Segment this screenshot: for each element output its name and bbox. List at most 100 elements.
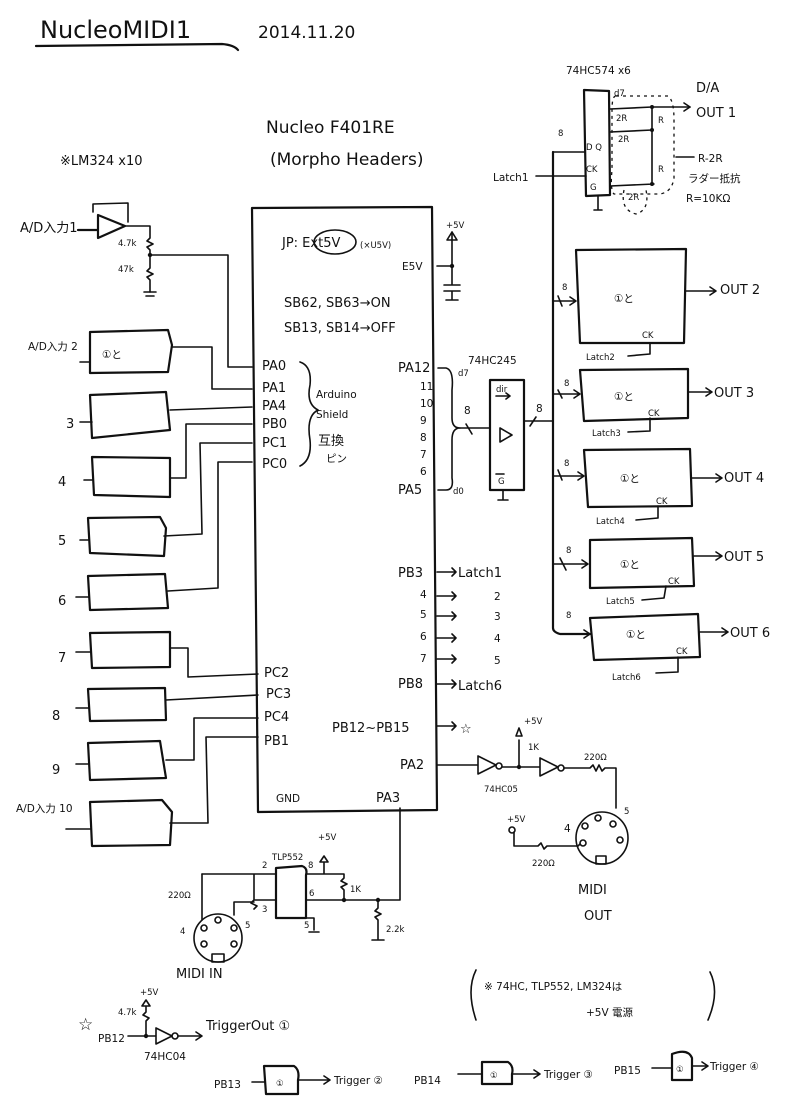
trigger-1-out: TriggerOut ① bbox=[205, 1019, 290, 1034]
ladder-note-1: R-2R bbox=[698, 153, 723, 165]
dac-6-latch: Latch6 bbox=[612, 673, 641, 683]
e5v-label: E5V bbox=[402, 261, 423, 273]
ad-input-7-label: 7 bbox=[58, 651, 66, 666]
buffer-triangle-icon bbox=[499, 427, 513, 443]
ladder-2r-1: 2R bbox=[616, 114, 627, 124]
dac-2-input bbox=[552, 295, 577, 307]
pin-pa3: PA3 bbox=[376, 791, 400, 806]
wire-pc2 bbox=[75, 647, 259, 678]
midi-out-r2-label: 220Ω bbox=[532, 859, 555, 869]
out1-label: OUT 1 bbox=[696, 106, 736, 121]
trigger-2-pin: PB13 bbox=[214, 1079, 241, 1091]
e5v-capacitor bbox=[436, 231, 461, 301]
ad-input-6-label: 6 bbox=[58, 594, 66, 609]
opto-label: TLP552 bbox=[271, 853, 303, 863]
latch6-arrow bbox=[436, 679, 457, 689]
ground-icon bbox=[497, 489, 509, 501]
dac-out3: 8 ①と CK Latch3 OUT 3 bbox=[552, 367, 754, 439]
dir-arrow-icon bbox=[495, 392, 511, 400]
arduino-bracket bbox=[299, 361, 319, 467]
dac-out1: 74HC574 x6 D Q CK G 8 Latch1 2R 2R 2R R … bbox=[493, 65, 741, 215]
midi-in-r-label: 220Ω bbox=[168, 891, 191, 901]
pin-pa0: PA0 bbox=[262, 359, 286, 374]
pin-9: 9 bbox=[420, 415, 427, 427]
ladder-2r-3: 2R bbox=[628, 193, 639, 203]
pin-11: 11 bbox=[420, 381, 433, 393]
opto-pin-8: 8 bbox=[308, 861, 313, 871]
pin-pb0: PB0 bbox=[262, 417, 287, 432]
sheet-date: 2014.11.20 bbox=[258, 23, 355, 43]
midi-out-circuit: +5V 1K 74HC05 220Ω +5V 220Ω 4 5 MIDI OUT bbox=[436, 717, 629, 924]
vcc-arrow-icon bbox=[446, 231, 458, 241]
midi-out-label-2: OUT bbox=[584, 909, 612, 924]
nucleo-board: JP: Ext5V (×U5V) E5V SB62, SB63→ON SB13,… bbox=[250, 205, 439, 814]
dac-3-out-wire bbox=[687, 387, 713, 397]
pin-pb12-pb15: PB12~PB15 bbox=[332, 721, 410, 736]
data-brace bbox=[437, 367, 461, 491]
jumper-circle bbox=[313, 229, 357, 255]
latch-target-6: Latch6 bbox=[458, 679, 502, 694]
opamp-symbol bbox=[76, 213, 127, 240]
dac-5-out-wire bbox=[693, 551, 723, 561]
pin-pc3: PC3 bbox=[266, 687, 291, 702]
trigger-4-note: ① bbox=[676, 1065, 684, 1075]
pin-pc2: PC2 bbox=[264, 666, 289, 681]
dac-out5: 8 ①と CK Latch5 OUT 5 bbox=[552, 536, 764, 607]
buffer-chip bbox=[488, 378, 526, 492]
pin-pc1: PC1 bbox=[262, 436, 287, 451]
pin-pb1: PB1 bbox=[264, 734, 289, 749]
midi-out-r1-label: 220Ω bbox=[584, 753, 607, 763]
trigger-supply-label: +5V bbox=[140, 988, 159, 998]
trigger-1-pin: PB12 bbox=[98, 1033, 125, 1045]
inverter-1-icon bbox=[436, 755, 497, 775]
dac-4-ck-wire bbox=[635, 505, 659, 521]
midi-out-supply-2: +5V bbox=[507, 815, 526, 825]
dac-latch-label: Latch1 bbox=[493, 172, 529, 184]
trigger-3-note: ① bbox=[490, 1071, 498, 1081]
trigger-arrow bbox=[436, 721, 457, 731]
pin-pc0: PC0 bbox=[262, 457, 287, 472]
ad-input-2-label: A/D入力 2 bbox=[28, 340, 78, 353]
dac-2-ck-wire bbox=[627, 342, 651, 357]
ladder-d7: d7 bbox=[614, 89, 625, 99]
ladder-2r-2: 2R bbox=[618, 135, 629, 145]
latch-target-2: 2 bbox=[494, 591, 501, 603]
trigger-section: ☆ 4.7k +5V PB12 TriggerOut ① 74HC04 PB13… bbox=[78, 988, 759, 1096]
trigger-gate-label: 74HC04 bbox=[144, 1051, 186, 1063]
midi-in-input-wires bbox=[201, 873, 277, 916]
bus-d7: d7 bbox=[458, 369, 469, 379]
dac-chip-label: 74HC574 x6 bbox=[566, 65, 631, 77]
bus-d0: d0 bbox=[453, 487, 464, 497]
ladder-bottom-outline bbox=[622, 189, 648, 215]
buffer-block-5 bbox=[86, 515, 168, 558]
trigger-pullup bbox=[141, 999, 151, 1037]
latch2-arrow bbox=[436, 591, 457, 601]
buffer-block-4 bbox=[90, 455, 172, 499]
trigger-4-out: Trigger ④ bbox=[709, 1061, 759, 1073]
trigger-3-out: Trigger ③ bbox=[543, 1069, 593, 1081]
ad-input-9-label: 9 bbox=[52, 763, 60, 778]
dac-block-2 bbox=[574, 247, 688, 345]
dac-bus-width: 8 bbox=[558, 129, 563, 139]
ladder-note-3: R=10KΩ bbox=[686, 193, 730, 205]
midi-out-label-1: MIDI bbox=[578, 883, 607, 898]
ad-input-5-label: 5 bbox=[58, 534, 66, 549]
dac-out4: 8 ①と CK Latch4 OUT 4 bbox=[552, 447, 764, 527]
opto-pin-6: 6 bbox=[309, 889, 314, 899]
pin-pb3: PB3 bbox=[398, 566, 423, 581]
out3-label: OUT 3 bbox=[714, 386, 754, 401]
latch3-arrow bbox=[436, 611, 457, 621]
ground-icon bbox=[143, 291, 157, 297]
latch5-arrow bbox=[436, 654, 457, 664]
midi-out-pullup: 1K bbox=[528, 743, 539, 753]
dac-ck-label: CK bbox=[586, 165, 598, 175]
trigger-2-wires bbox=[251, 1075, 331, 1085]
dac-latch-chip bbox=[582, 88, 612, 198]
trigger-4-pin: PB15 bbox=[614, 1065, 641, 1077]
ad-input-1-label: A/D入力1 bbox=[20, 221, 78, 236]
opamp-note: ※LM324 x10 bbox=[60, 154, 143, 169]
dac-2-latch: Latch2 bbox=[586, 353, 615, 363]
bus-wire-out bbox=[523, 416, 554, 427]
wire-pc0 bbox=[75, 461, 253, 598]
latch1-arrow bbox=[436, 567, 457, 577]
